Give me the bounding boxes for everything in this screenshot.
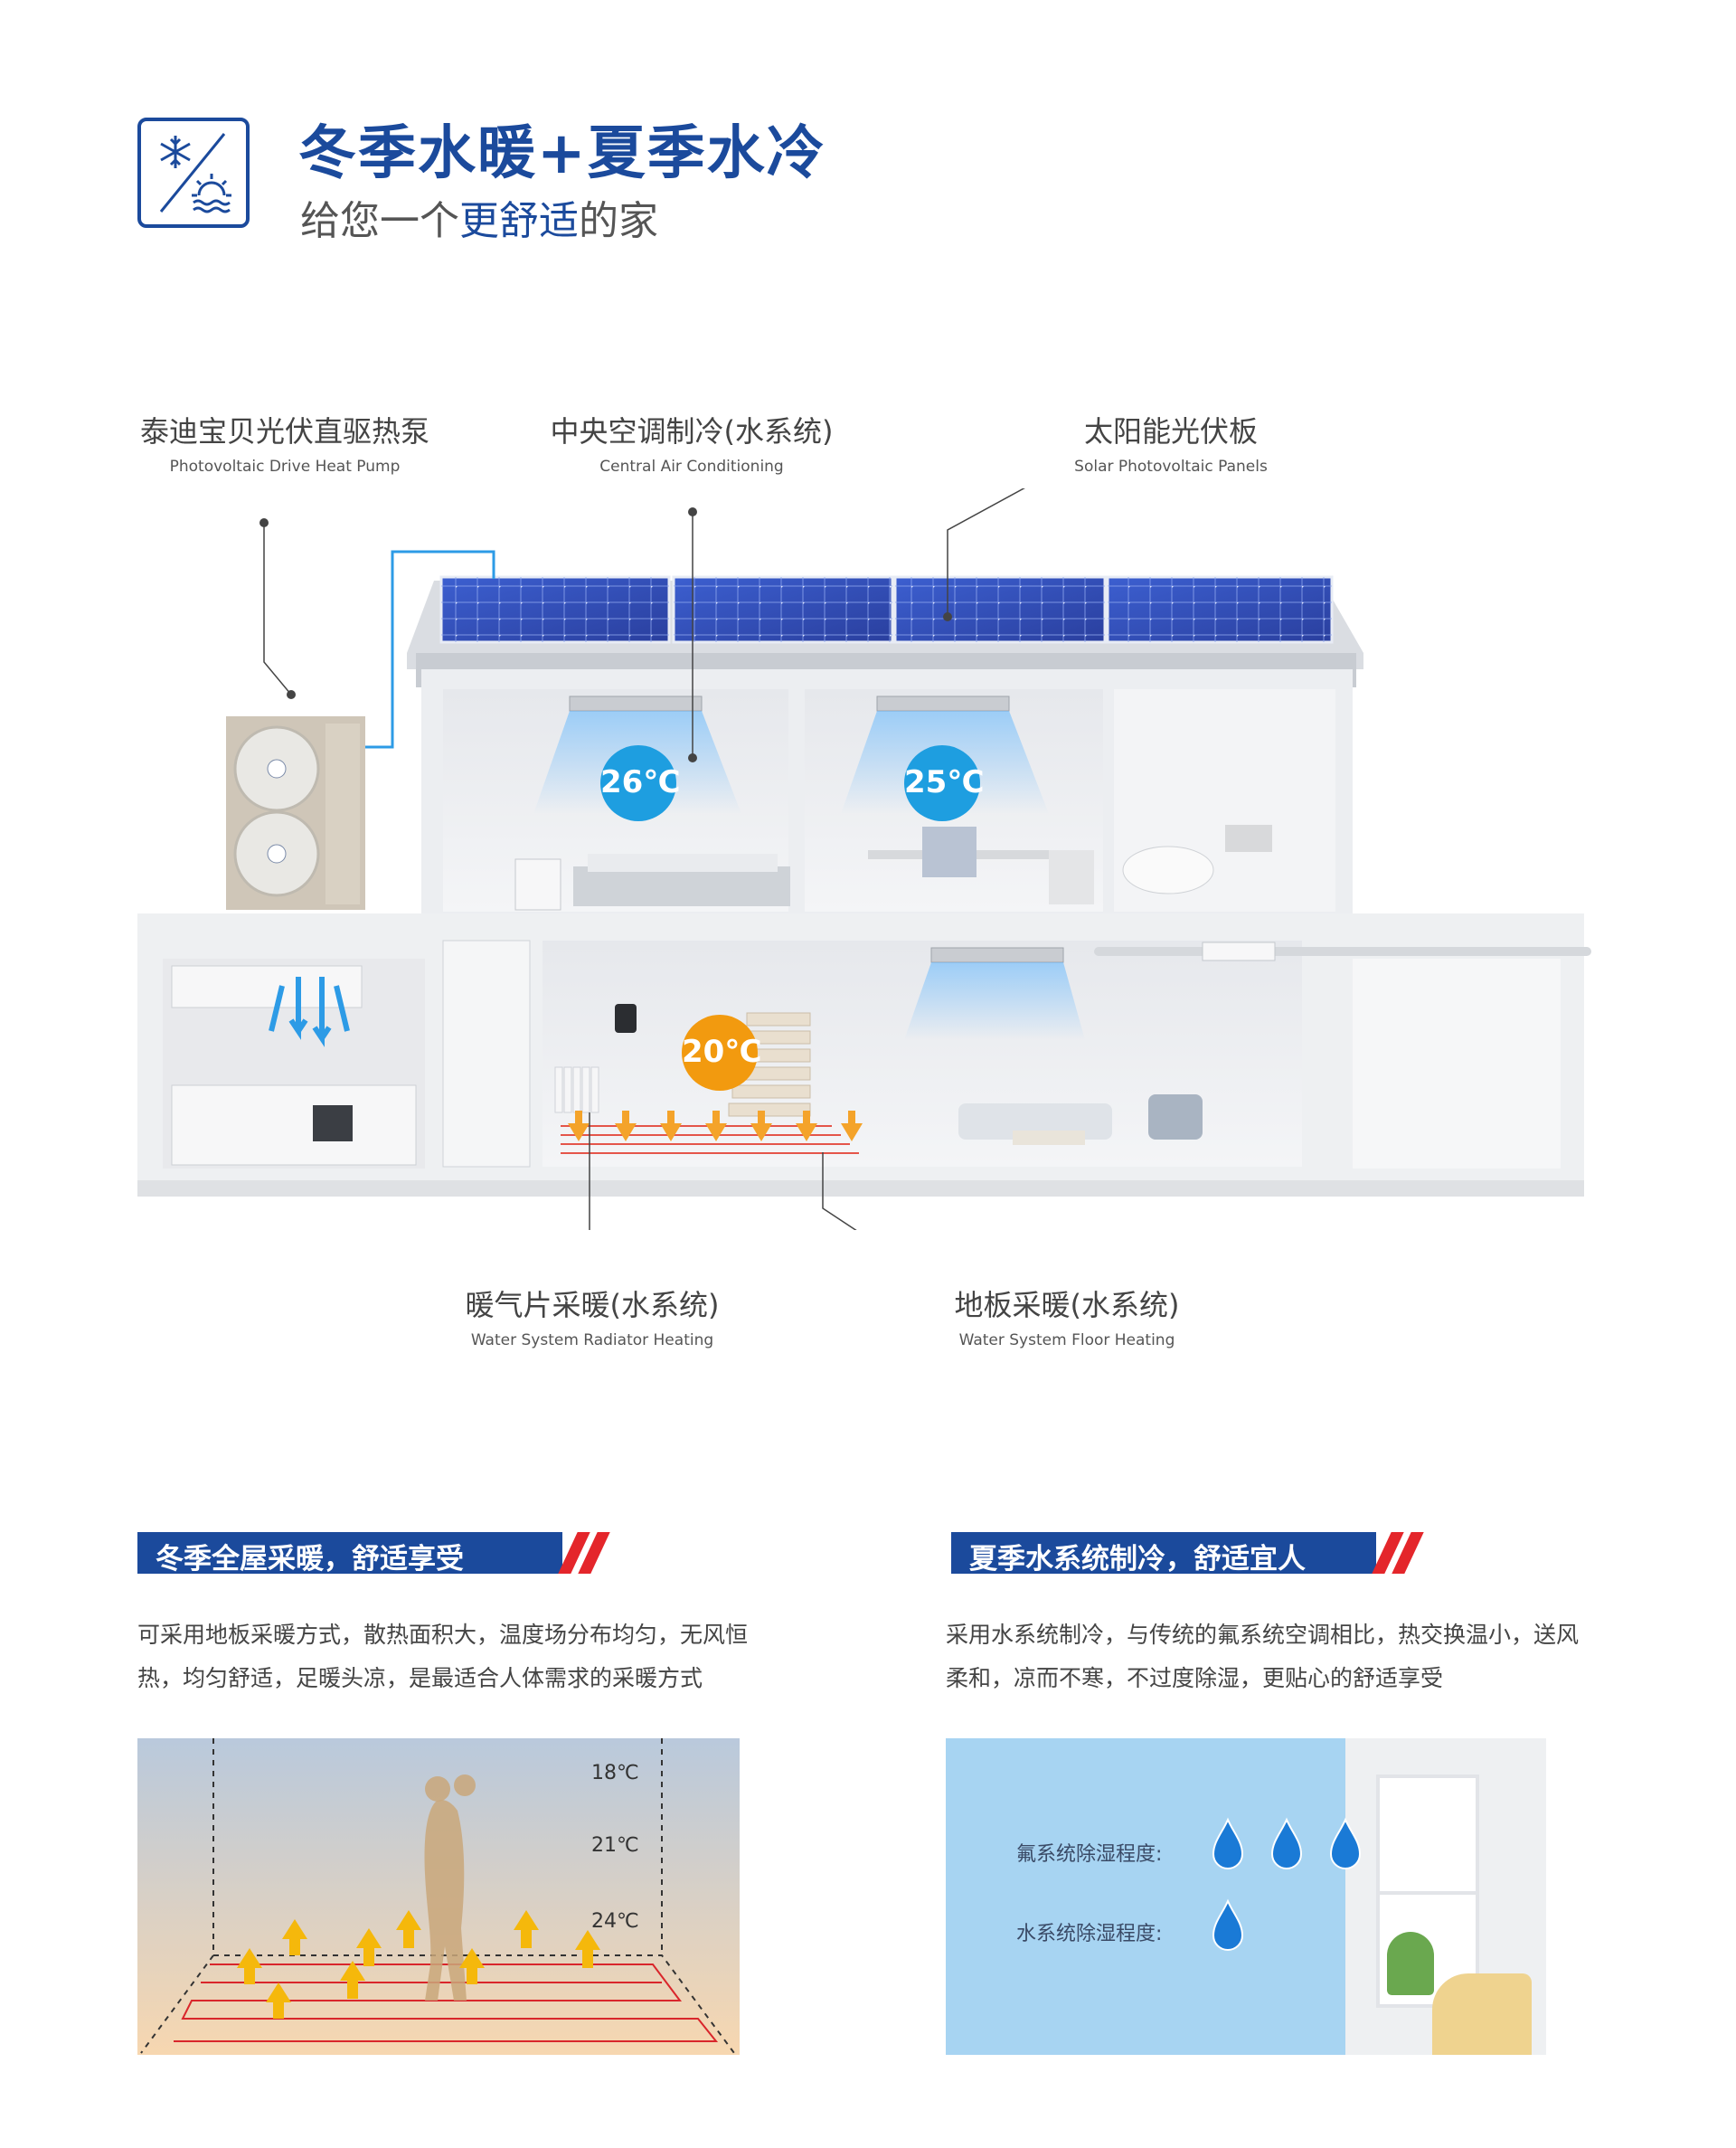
winter-heading: 冬季全屋采暖，舒适享受	[156, 1543, 464, 1576]
subtitle-highlight: 更舒适	[459, 198, 579, 244]
callout-floor-cn: 地板采暖(水系统)	[954, 1288, 1180, 1322]
summer-description: 采用水系统制冷，与传统的氟系统空调相比，热交换温小，送风柔和，凉而不寒，不过度除…	[946, 1622, 1580, 1691]
page-subtitle: 给您一个更舒适的家	[300, 188, 658, 246]
temp-bubble-bedroom: 26℃	[600, 745, 681, 821]
level-18: 18℃	[591, 1762, 639, 1784]
callout-solar-en: Solar Photovoltaic Panels	[1074, 458, 1268, 476]
temp-living-value: 20℃	[682, 1034, 762, 1070]
water-drops	[1210, 1897, 1246, 1959]
summer-dehumidify-figure: 氟系统除湿程度: 水系统除湿程度:	[946, 1738, 1546, 2055]
temp-bedroom-value: 26℃	[600, 764, 681, 800]
callout-radiator: 暖气片采暖(水系统) Water System Radiator Heating	[425, 1282, 760, 1349]
window	[1376, 1774, 1479, 2008]
callout-central-ac-en: Central Air Conditioning	[599, 458, 784, 476]
temp-study-value: 25℃	[904, 764, 985, 800]
summer-heading: 夏季水系统制冷，舒适宜人	[969, 1543, 1306, 1576]
subtitle-prefix: 给您一个	[300, 198, 459, 244]
water-drop-icon	[1212, 1898, 1244, 1951]
snowflake-sun-logo	[137, 118, 250, 228]
temp-bubble-living: 20℃	[682, 1015, 762, 1091]
callout-floor-en: Water System Floor Heating	[958, 1331, 1175, 1349]
level-21: 21℃	[591, 1834, 639, 1857]
callout-floor: 地板采暖(水系统) Water System Floor Heating	[904, 1282, 1230, 1349]
callout-central-ac-cn: 中央空调制冷(水系统)	[550, 414, 834, 449]
house-illustration	[137, 488, 1591, 1230]
temp-bubble-study: 25℃	[904, 745, 985, 821]
heat-pump-unit	[226, 716, 365, 910]
winter-description: 可采用地板采暖方式，散热面积大，温度场分布均匀，无风恒热，均匀舒适，足暖头凉，是…	[137, 1622, 749, 1691]
water-dehumidify-label: 水系统除湿程度:	[1016, 1923, 1163, 1945]
callout-heat-pump: 泰迪宝贝光伏直驱热泵 Photovoltaic Drive Heat Pump	[118, 409, 452, 476]
level-24: 24℃	[591, 1910, 639, 1933]
summer-banner: 夏季水系统制冷，舒适宜人	[951, 1532, 1424, 1576]
solar-panels	[439, 575, 1334, 644]
fluorine-drops	[1210, 1816, 1373, 1878]
heat-arrows	[568, 1111, 863, 1141]
callout-solar-cn: 太阳能光伏板	[1083, 414, 1258, 449]
callout-radiator-cn: 暖气片采暖(水系统)	[465, 1288, 720, 1322]
snowflake-sun-icon	[159, 133, 231, 213]
callout-solar: 太阳能光伏板 Solar Photovoltaic Panels	[1040, 409, 1302, 476]
callout-heat-pump-en: Photovoltaic Drive Heat Pump	[169, 458, 401, 476]
callout-radiator-en: Water System Radiator Heating	[470, 1331, 714, 1349]
callout-heat-pump-cn: 泰迪宝贝光伏直驱热泵	[139, 414, 429, 449]
page-title: 冬季水暖+夏季水冷	[298, 120, 826, 187]
callout-central-ac: 中央空调制冷(水系统) Central Air Conditioning	[524, 409, 859, 476]
armchair	[1432, 1973, 1532, 2055]
floor-heating-graphic	[140, 1738, 735, 2054]
water-drop-icons	[1212, 1817, 1362, 1869]
winter-floor-heating-figure: 18℃ 21℃ 24℃	[137, 1738, 740, 2055]
winter-banner: 冬季全屋采暖，舒适享受	[137, 1532, 610, 1576]
subtitle-suffix: 的家	[579, 198, 658, 244]
window-wall	[1345, 1738, 1546, 2055]
fluorine-dehumidify-label: 氟系统除湿程度:	[1016, 1843, 1163, 1866]
